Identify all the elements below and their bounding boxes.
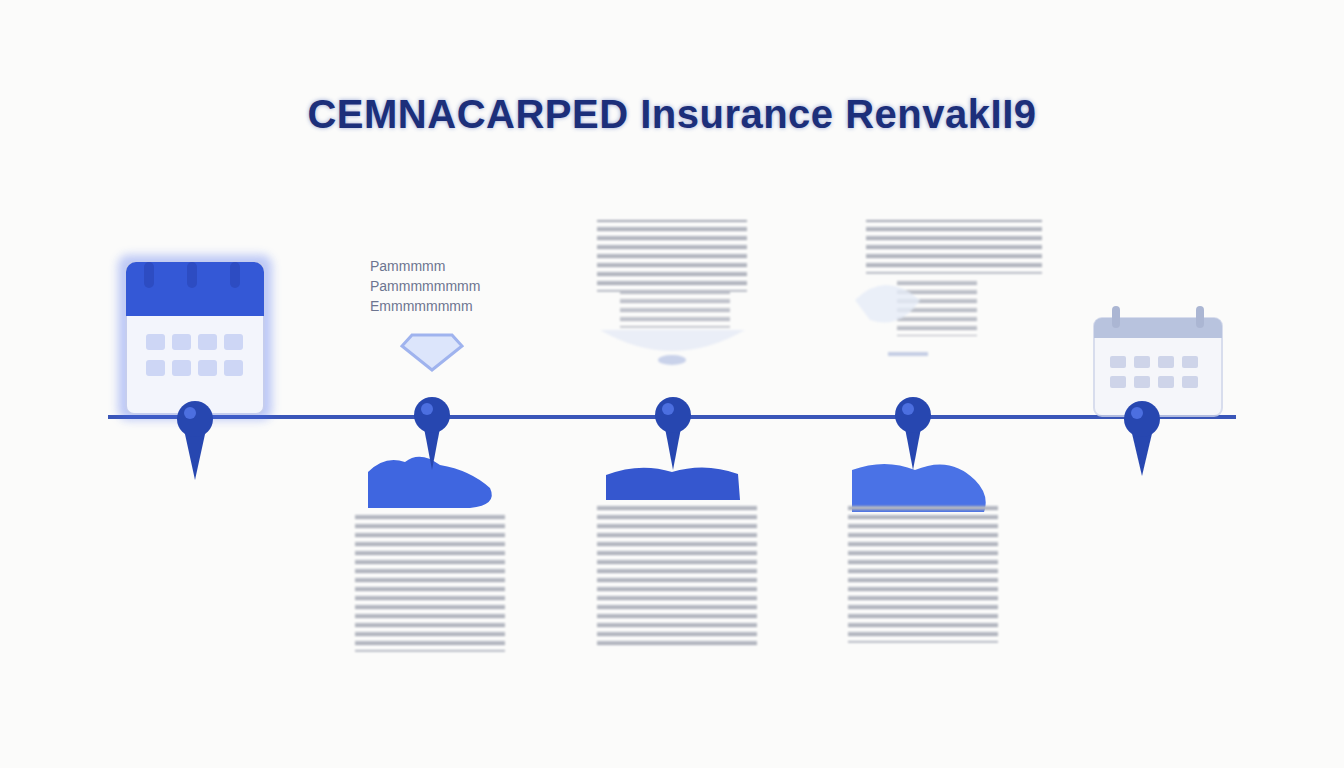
timeline-pin xyxy=(177,397,1160,480)
diagram-title: CEMNACARPED Insurance RenvakII9 xyxy=(307,92,1036,137)
calendar-icon xyxy=(118,255,272,420)
text-label: Pammmmmmmm xyxy=(370,278,480,294)
diamond-icon xyxy=(402,335,462,370)
wave-shape xyxy=(368,457,986,512)
calendar-icon xyxy=(1094,306,1222,416)
text-placeholder xyxy=(355,505,998,652)
text-label: Pammmmm xyxy=(370,258,445,274)
text-placeholder xyxy=(597,220,1042,365)
text-label: Emmmmmmmm xyxy=(370,298,473,314)
